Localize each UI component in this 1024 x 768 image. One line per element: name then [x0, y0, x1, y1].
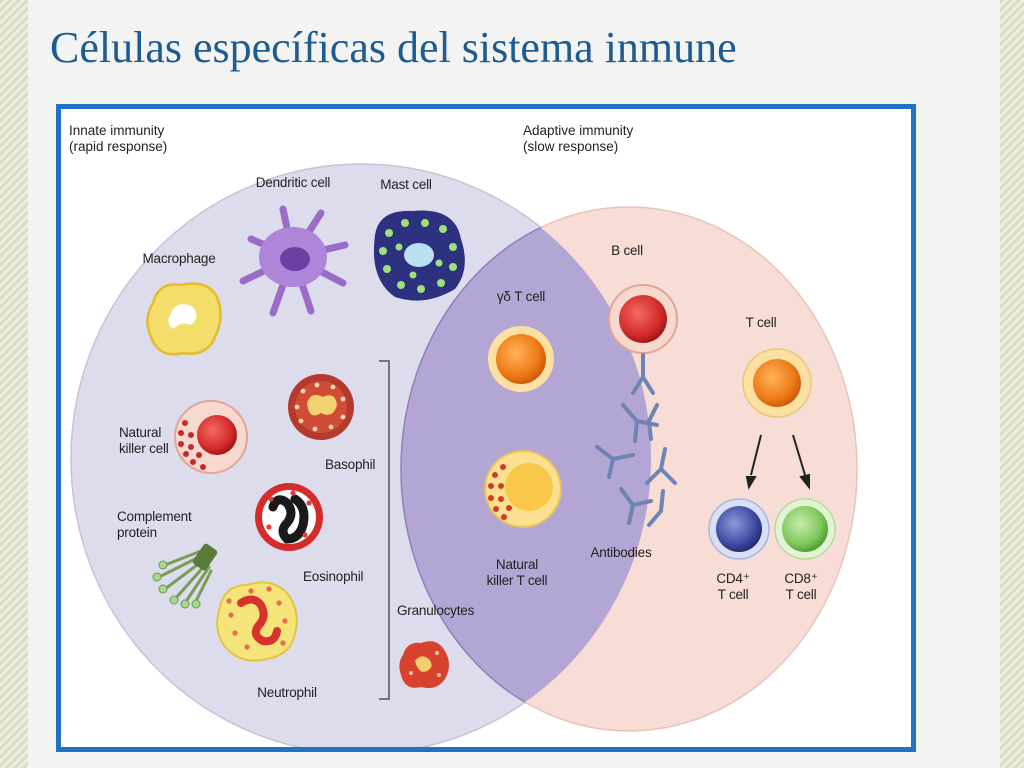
- adaptive-label-line1: Adaptive immunity: [523, 123, 634, 138]
- diagram-frame: Innate immunity (rapid response) Adaptiv…: [56, 104, 916, 752]
- cd4-t-cell-icon: [708, 498, 770, 560]
- adaptive-label-line2: (slow response): [523, 139, 619, 154]
- cd8-t-cell-label: CD8⁺ T cell: [784, 571, 818, 603]
- t-cell-icon: [742, 348, 812, 418]
- immunity-venn-diagram: [70, 163, 858, 747]
- macrophage-label: Macrophage: [142, 251, 216, 266]
- granulocytes-bracket: [379, 360, 390, 700]
- complement-label-line1: Complement: [117, 509, 192, 524]
- gamma-delta-t-cell-label: γδ T cell: [496, 289, 546, 304]
- cd8-label-line2: T cell: [785, 587, 817, 602]
- innate-immunity-label: Innate immunity (rapid response): [69, 123, 167, 155]
- eosinophil-icon: [255, 483, 323, 551]
- cd4-label-line1: CD4⁺: [716, 571, 750, 586]
- basophil-icon: [288, 374, 354, 440]
- complement-protein-icon: [152, 543, 218, 609]
- b-cell-icon: [608, 284, 678, 354]
- right-decorative-stripe: [1000, 0, 1024, 768]
- neutrophil-label: Neutrophil: [257, 685, 317, 700]
- slide-title: Células específicas del sistema inmune: [50, 23, 737, 72]
- cd4-label-line2: T cell: [717, 587, 749, 602]
- cd8-label-line1: CD8⁺: [784, 571, 818, 586]
- nkt-label-line1: Natural: [495, 557, 539, 572]
- granulocyte-icon: [399, 641, 449, 688]
- natural-killer-t-cell-icon: [484, 450, 562, 528]
- t-cell-label: T cell: [745, 315, 777, 330]
- natural-killer-t-cell-label: Natural killer T cell: [487, 557, 548, 589]
- cd8-t-cell-icon: [774, 498, 836, 560]
- natural-killer-cell-icon: [174, 400, 248, 474]
- complement-label-line2: protein: [117, 525, 157, 540]
- adaptive-immunity-label: Adaptive immunity (slow response): [523, 123, 633, 155]
- neutrophil-icon: [216, 581, 298, 662]
- granulocytes-label: Granulocytes: [397, 603, 475, 618]
- basophil-label: Basophil: [325, 457, 376, 472]
- innate-label-line2: (rapid response): [69, 139, 168, 154]
- innate-label-line1: Innate immunity: [69, 123, 165, 138]
- complement-protein-label: Complement protein: [117, 509, 192, 541]
- antibody-icon: [595, 353, 677, 527]
- differentiation-arrows: [745, 434, 810, 490]
- mast-cell-label: Mast cell: [380, 177, 432, 192]
- dendritic-cell-icon: [239, 205, 349, 317]
- eosinophil-label: Eosinophil: [303, 569, 364, 584]
- nk-label-line1: Natural: [119, 425, 162, 440]
- left-decorative-stripe: [0, 0, 28, 768]
- gamma-delta-t-cell-icon: [488, 326, 554, 392]
- natural-killer-cell-label: Natural killer cell: [119, 425, 169, 457]
- mast-cell-icon: [373, 210, 465, 301]
- macrophage-icon: [146, 282, 222, 356]
- b-cell-label: B cell: [611, 243, 643, 258]
- cd4-t-cell-label: CD4⁺ T cell: [716, 571, 750, 603]
- nk-label-line2: killer cell: [119, 441, 169, 456]
- nkt-label-line2: killer T cell: [486, 573, 548, 588]
- antibodies-label: Antibodies: [590, 545, 652, 560]
- dendritic-cell-label: Dendritic cell: [255, 175, 331, 190]
